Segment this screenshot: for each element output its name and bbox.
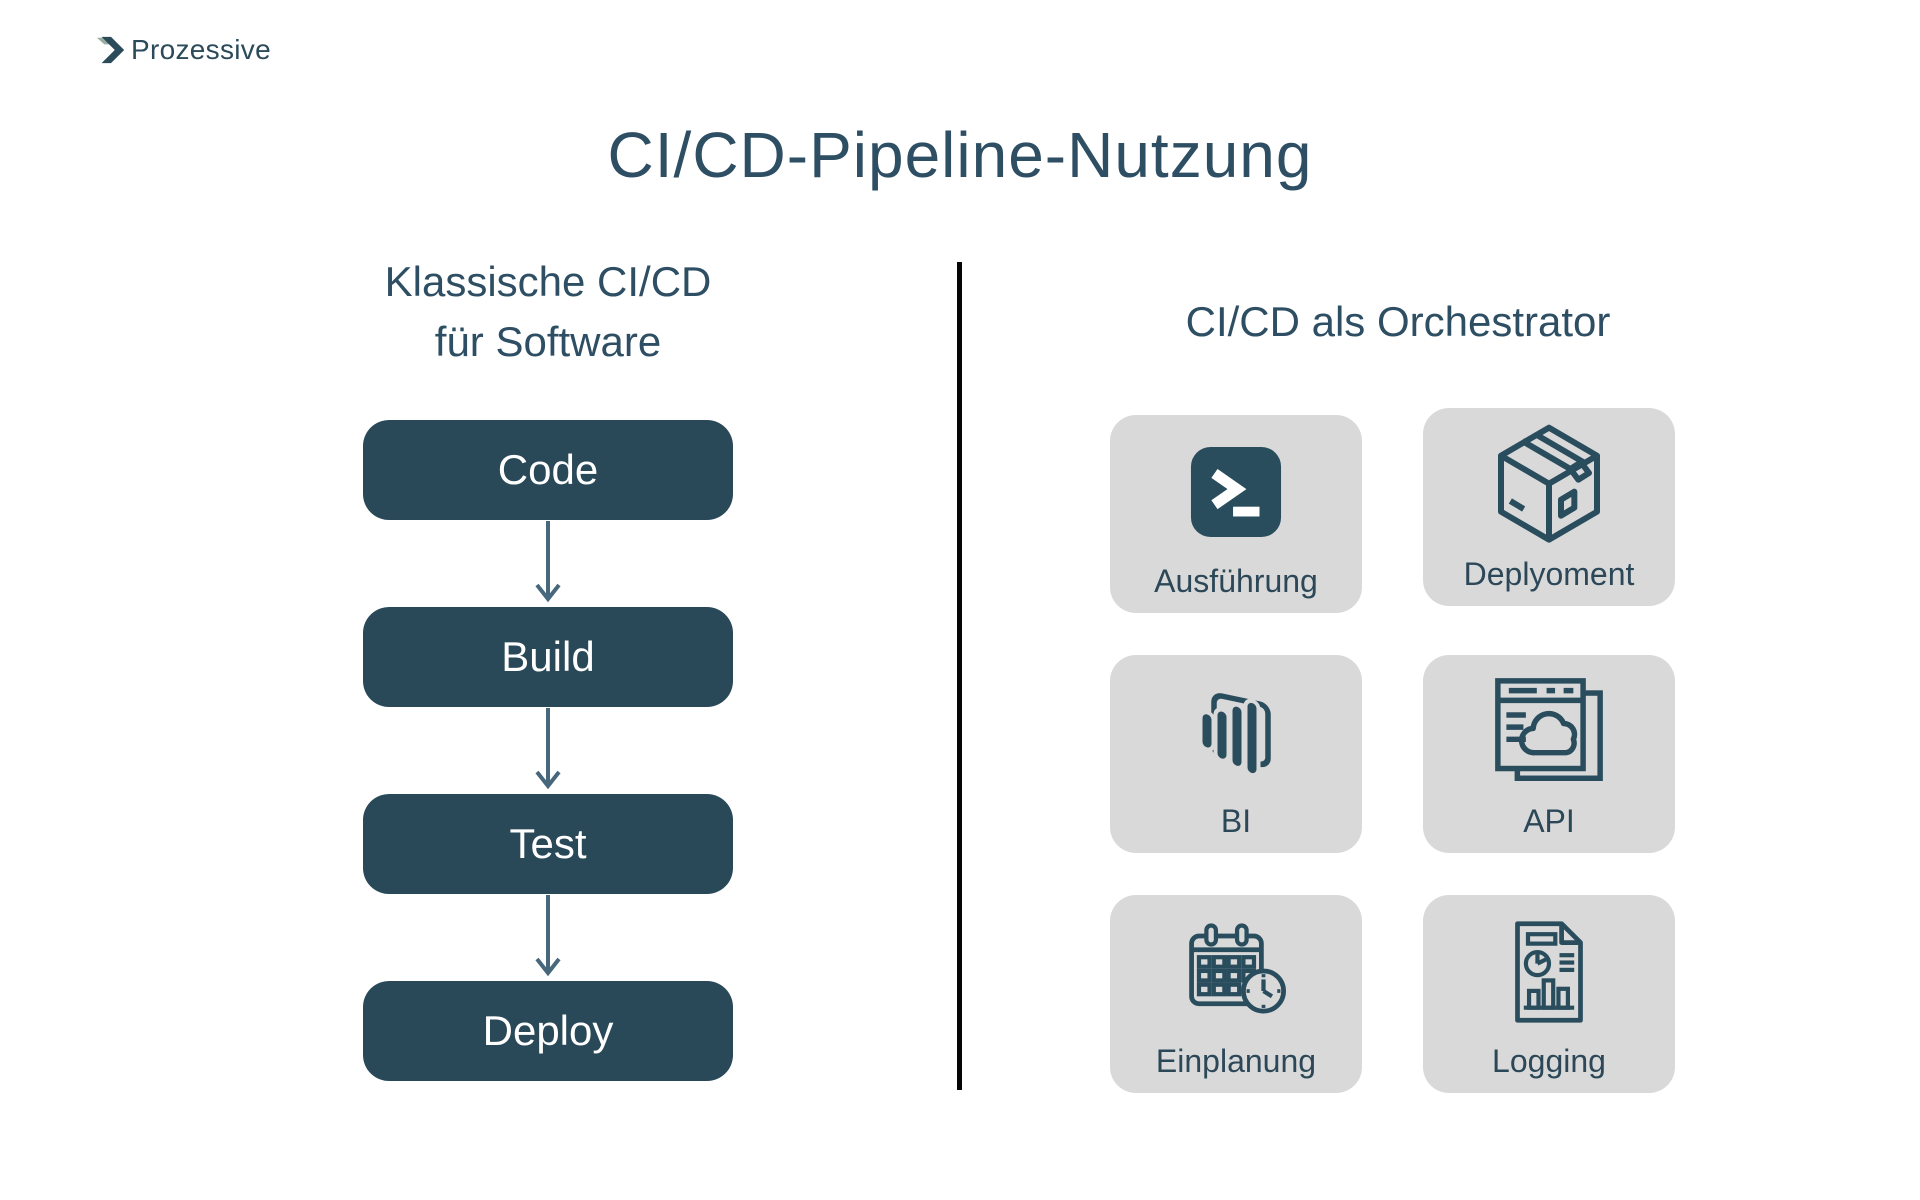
card-bi: BI: [1110, 655, 1362, 853]
left-heading-line1: Klassische CI/CD: [384, 258, 712, 305]
report-document-icon: [1515, 921, 1583, 1023]
card-deployment: Deplyoment: [1423, 408, 1675, 606]
vertical-divider: [957, 262, 962, 1090]
card-label: Einplanung: [1155, 1043, 1317, 1079]
step-label: Deploy: [482, 1007, 614, 1054]
package-icon: [1498, 424, 1600, 543]
step-label: Build: [501, 633, 595, 680]
chevron-logo-icon: [96, 36, 125, 64]
card-api: API: [1423, 655, 1675, 853]
left-section-heading: Klassische CI/CD für Software: [288, 252, 808, 372]
calendar-clock-icon: [1189, 923, 1286, 1014]
card-ausfuehrung: Ausführung: [1110, 415, 1362, 613]
terminal-icon: [1190, 446, 1282, 538]
arrow-down-icon: [535, 895, 561, 977]
pipeline-step-test: Test: [363, 794, 733, 894]
card-label: Ausführung: [1154, 563, 1318, 599]
left-heading-line2: für Software: [434, 318, 662, 365]
right-section-heading: CI/CD als Orchestrator: [1185, 298, 1611, 345]
card-einplanung: Einplanung: [1110, 895, 1362, 1093]
step-label: Test: [509, 820, 587, 867]
card-label: BI: [1220, 803, 1252, 839]
card-label: Deplyoment: [1463, 556, 1635, 592]
brand-name: Prozessive: [131, 34, 271, 65]
arrow-down-icon: [535, 708, 561, 790]
page-title: CI/CD-Pipeline-Nutzung: [607, 119, 1313, 191]
step-label: Code: [497, 446, 599, 493]
pipeline-step-build: Build: [363, 607, 733, 707]
power-bi-icon: [1198, 693, 1271, 778]
brand-logo: Prozessive: [95, 34, 271, 66]
pipeline-step-code: Code: [363, 420, 733, 520]
pipeline-step-deploy: Deploy: [363, 981, 733, 1081]
arrow-down-icon: [535, 521, 561, 603]
card-label: Logging: [1492, 1043, 1606, 1079]
browser-cloud-icon: [1495, 678, 1603, 781]
card-logging: Logging: [1423, 895, 1675, 1093]
card-label: API: [1523, 803, 1575, 839]
